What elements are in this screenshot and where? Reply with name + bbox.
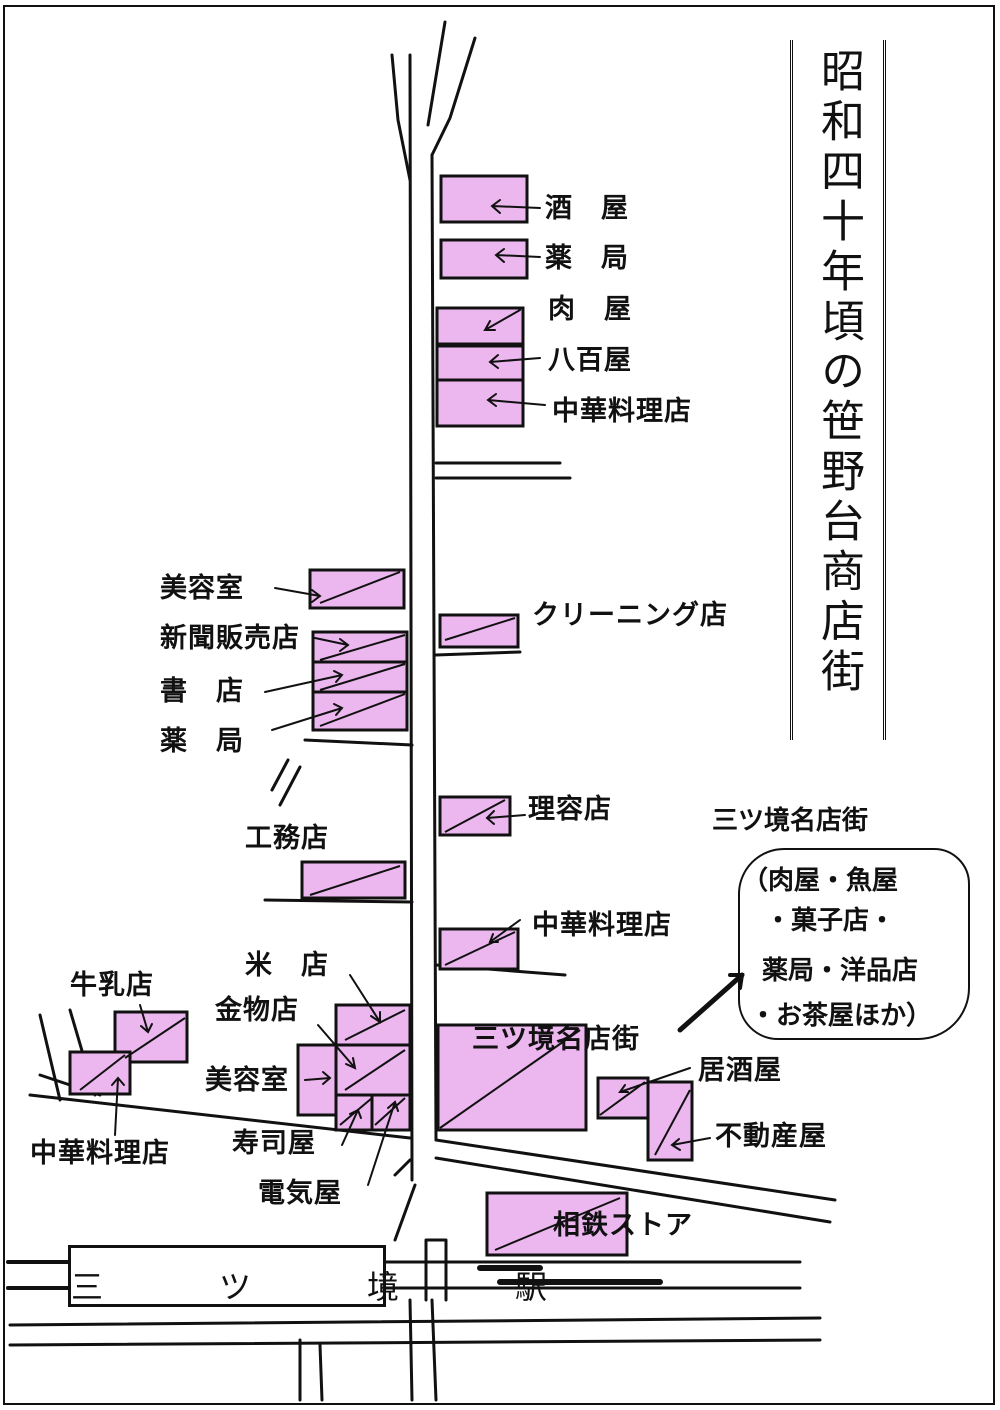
- label-sotetsu-store: 相鉄ストア: [553, 1210, 693, 1241]
- label-butcher: 肉 屋: [548, 294, 632, 325]
- label-builder: 工務店: [245, 823, 329, 854]
- label-chinese-3: 中華料理店: [30, 1138, 170, 1169]
- shop-greengrocer: [435, 344, 525, 382]
- label-beauty-1: 美容室: [160, 573, 244, 604]
- label-izakaya: 居酒屋: [698, 1055, 782, 1086]
- label-pharmacy-2: 薬 局: [160, 726, 244, 757]
- label-electric: 電気屋: [258, 1178, 342, 1209]
- station-name: 三 ツ 境 駅: [71, 1268, 590, 1306]
- shop-chinese-1: [435, 378, 525, 428]
- shop-sotetsu-store: [485, 1191, 629, 1257]
- district-heading: 三ツ境名店街: [712, 806, 869, 836]
- label-greengrocer: 八百屋: [548, 345, 632, 376]
- label-sake: 酒 屋: [545, 193, 629, 224]
- district-item-2: ・菓子店・: [765, 906, 896, 936]
- label-hardware: 金物店: [215, 995, 299, 1026]
- district-bubble: [738, 848, 970, 1040]
- district-item-4: ・お茶屋ほか）: [750, 1001, 933, 1031]
- station-sign: 三 ツ 境 駅: [68, 1245, 590, 1307]
- label-mitsuzakai-arcade: 三ツ境名店街: [472, 1024, 640, 1055]
- shop-sake: [439, 174, 529, 224]
- label-barber: 理容店: [528, 794, 612, 825]
- label-pharmacy-1: 薬 局: [545, 243, 629, 274]
- label-beauty-2: 美容室: [205, 1065, 289, 1096]
- shop-realestate: [646, 1080, 694, 1162]
- label-rice: 米 店: [245, 950, 329, 981]
- label-sushi: 寿司屋: [232, 1128, 316, 1159]
- title-frame: 昭和四十年頃の笹野台商店街: [790, 40, 886, 740]
- district-item-3: 薬局・洋品店: [762, 956, 919, 986]
- label-cleaning: クリーニング店: [532, 600, 728, 631]
- shop-butcher: [435, 306, 525, 346]
- label-chinese-2: 中華料理店: [532, 910, 672, 941]
- district-item-1: （肉屋・魚屋: [742, 866, 899, 896]
- label-newspaper: 新聞販売店: [160, 623, 300, 654]
- label-bookstore: 書 店: [160, 676, 244, 707]
- label-chinese-1: 中華料理店: [552, 396, 692, 427]
- shop-electric: [370, 1093, 412, 1132]
- shop-cleaning: [438, 613, 520, 649]
- label-milk: 牛乳店: [70, 970, 154, 1001]
- shop-pharmacy-1: [439, 238, 529, 280]
- map-title: 昭和四十年頃の笹野台商店街: [813, 48, 864, 698]
- label-realestate: 不動産屋: [715, 1121, 827, 1152]
